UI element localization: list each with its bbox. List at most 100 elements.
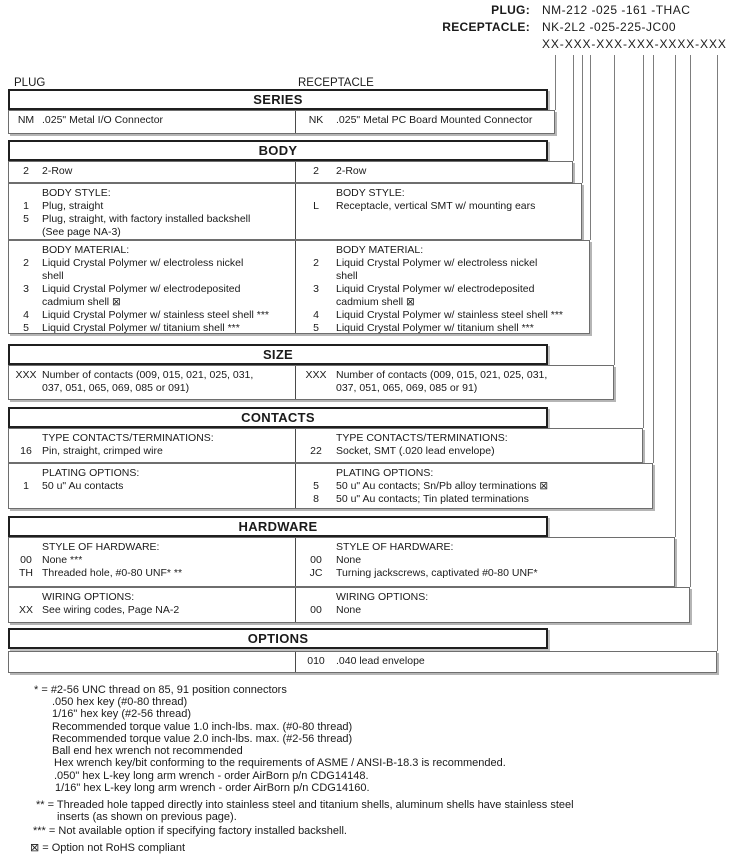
table-row: 1 Plug, straight bbox=[9, 200, 295, 213]
subtitle: BODY MATERIAL: bbox=[42, 244, 130, 256]
subtitle: PLATING OPTIONS: bbox=[336, 467, 434, 479]
contacts-plating-plug-column: PLATING OPTIONS: 1 50 u" Au contacts bbox=[9, 464, 295, 508]
hardware-header: HARDWARE bbox=[8, 516, 548, 537]
desc-cell: Liquid Crystal Polymer w/ electroless ni… bbox=[336, 257, 538, 282]
series-header: SERIES bbox=[8, 89, 548, 110]
options-plug-column bbox=[9, 652, 295, 672]
subtitle: BODY MATERIAL: bbox=[336, 244, 424, 256]
contacts-type-receptacle-column: TYPE CONTACTS/TERMINATIONS: 22 Socket, S… bbox=[296, 429, 642, 462]
column-divider bbox=[295, 652, 296, 672]
code-cell: 010 bbox=[307, 655, 325, 667]
desc-cell: Turning jackscrews, captivated #0-80 UNF… bbox=[336, 567, 538, 579]
desc-cell: .040 lead envelope bbox=[336, 655, 425, 667]
options-content-box: 010 .040 lead envelope bbox=[8, 651, 717, 673]
table-row: 2 2-Row bbox=[296, 165, 572, 178]
code-cell: 00 bbox=[20, 554, 32, 566]
desc-cell: None *** bbox=[42, 554, 83, 566]
column-divider bbox=[295, 162, 296, 182]
desc-cell: See wiring codes, Page NA-2 bbox=[42, 604, 180, 616]
connector-line-series bbox=[555, 55, 556, 110]
plug-column-label: PLUG bbox=[14, 77, 46, 89]
footnote-rohs: ⊠ = Option not RoHS compliant bbox=[30, 842, 186, 854]
table-row: 00 None bbox=[296, 604, 689, 617]
code-cell: 2 bbox=[23, 257, 29, 269]
code-cell: 5 bbox=[313, 322, 319, 334]
desc-cell: .025" Metal I/O Connector bbox=[42, 114, 164, 126]
code-cell: 3 bbox=[313, 283, 319, 295]
code-cell: 1 bbox=[23, 480, 29, 492]
table-row: XXX Number of contacts (009, 015, 021, 0… bbox=[9, 369, 295, 395]
column-divider bbox=[295, 429, 296, 462]
table-row: XX See wiring codes, Page NA-2 bbox=[9, 604, 295, 617]
receptacle-number-value: NK-2L2 -025-225-JC00 bbox=[542, 20, 677, 34]
code-cell: 2 bbox=[313, 257, 319, 269]
desc-cell: Number of contacts (009, 015, 021, 025, … bbox=[42, 369, 254, 394]
table-row: JC Turning jackscrews, captivated #0-80 … bbox=[296, 567, 674, 580]
desc-cell: 2-Row bbox=[42, 165, 73, 177]
desc-cell: Plug, straight, with factory installed b… bbox=[42, 213, 251, 238]
column-divider bbox=[295, 464, 296, 508]
code-cell: 5 bbox=[313, 480, 319, 492]
table-row: 5 Plug, straight, with factory installed… bbox=[9, 213, 295, 239]
hardware-style-plug-column: STYLE OF HARDWARE: 00 None *** TH Thread… bbox=[9, 538, 295, 586]
subtitle: WIRING OPTIONS: bbox=[42, 591, 135, 603]
desc-cell: Liquid Crystal Polymer w/ stainless stee… bbox=[42, 309, 270, 321]
footnote: * = #2-56 UNC thread on 85, 91 position … bbox=[34, 684, 287, 696]
size-content-box: XXX Number of contacts (009, 015, 021, 0… bbox=[8, 365, 614, 400]
table-row: 3 Liquid Crystal Polymer w/ electrodepos… bbox=[9, 283, 295, 309]
subtitle: BODY STYLE: bbox=[336, 187, 405, 199]
footnote: 1/16" hex L-key long arm wrench - order … bbox=[55, 782, 370, 794]
desc-cell: Number of contacts (009, 015, 021, 025, … bbox=[336, 369, 548, 394]
code-pattern: XX-XXX-XXX-XXX-XXXX-XXX bbox=[542, 37, 727, 51]
table-row: 8 50 u" Au contacts; Tin plated terminat… bbox=[296, 493, 652, 506]
column-divider bbox=[295, 111, 296, 133]
table-row: 1 50 u" Au contacts bbox=[9, 480, 295, 493]
hardware-wiring-plug-column: WIRING OPTIONS: XX See wiring codes, Pag… bbox=[9, 588, 295, 622]
table-row: 010 .040 lead envelope bbox=[296, 655, 716, 668]
code-cell: JC bbox=[309, 567, 323, 579]
table-row: 4 Liquid Crystal Polymer w/ stainless st… bbox=[296, 309, 589, 322]
code-cell: 2 bbox=[23, 165, 29, 177]
contacts-header: CONTACTS bbox=[8, 407, 548, 428]
code-cell: XX bbox=[18, 604, 33, 616]
desc-cell: 50 u" Au contacts; Sn/Pb alloy terminati… bbox=[336, 480, 549, 492]
table-row: XXX Number of contacts (009, 015, 021, 0… bbox=[296, 369, 613, 395]
footnote: 1/16" hex key (#2-56 thread) bbox=[52, 708, 192, 720]
hardware-wiring-receptacle-column: WIRING OPTIONS: 00 None bbox=[296, 588, 689, 622]
desc-cell: Liquid Crystal Polymer w/ electrodeposit… bbox=[336, 283, 535, 308]
table-row: 3 Liquid Crystal Polymer w/ electrodepos… bbox=[296, 283, 589, 309]
connector-line-body-material bbox=[590, 55, 591, 240]
code-cell: NK bbox=[308, 114, 324, 126]
footnote: *** = Not available option if specifying… bbox=[33, 825, 347, 837]
footnote: .050" hex L-key long arm wrench - order … bbox=[54, 770, 369, 782]
footnote: Recommended torque value 1.0 inch-lbs. m… bbox=[52, 721, 353, 733]
footnote: Hex wrench key/bit conforming to the req… bbox=[54, 757, 506, 769]
subtitle: STYLE OF HARDWARE: bbox=[336, 541, 454, 553]
contacts-plating-receptacle-column: PLATING OPTIONS: 5 50 u" Au contacts; Sn… bbox=[296, 464, 652, 508]
table-row: TH Threaded hole, #0-80 UNF* ** bbox=[9, 567, 295, 580]
code-cell: 00 bbox=[310, 604, 322, 616]
contacts-type-box: TYPE CONTACTS/TERMINATIONS: 16 Pin, stra… bbox=[8, 428, 643, 463]
connector-line-hardware-style bbox=[675, 55, 676, 537]
code-cell: XXX bbox=[305, 369, 327, 381]
body-style-plug-column: BODY STYLE: 1 Plug, straight 5 Plug, str… bbox=[9, 184, 295, 239]
connector-line-size bbox=[614, 55, 615, 365]
footnote: ** = Threaded hole tapped directly into … bbox=[36, 799, 574, 811]
code-cell: 5 bbox=[23, 322, 29, 334]
hardware-wiring-box: WIRING OPTIONS: XX See wiring codes, Pag… bbox=[8, 587, 690, 623]
size-plug-column: XXX Number of contacts (009, 015, 021, 0… bbox=[9, 366, 295, 399]
desc-cell: Pin, straight, crimped wire bbox=[42, 445, 163, 457]
table-row: 2 2-Row bbox=[9, 165, 295, 178]
desc-cell: Liquid Crystal Polymer w/ stainless stee… bbox=[336, 309, 564, 321]
code-cell: 22 bbox=[310, 445, 322, 457]
desc-cell: 2-Row bbox=[336, 165, 367, 177]
column-divider bbox=[295, 366, 296, 399]
connector-line-contacts-plating bbox=[653, 55, 654, 463]
column-divider bbox=[295, 538, 296, 586]
code-cell: XXX bbox=[15, 369, 37, 381]
subtitle: STYLE OF HARDWARE: bbox=[42, 541, 160, 553]
desc-cell: 50 u" Au contacts bbox=[42, 480, 124, 492]
column-divider bbox=[295, 588, 296, 622]
code-cell: L bbox=[313, 200, 319, 212]
options-receptacle-column: 010 .040 lead envelope bbox=[296, 652, 716, 672]
